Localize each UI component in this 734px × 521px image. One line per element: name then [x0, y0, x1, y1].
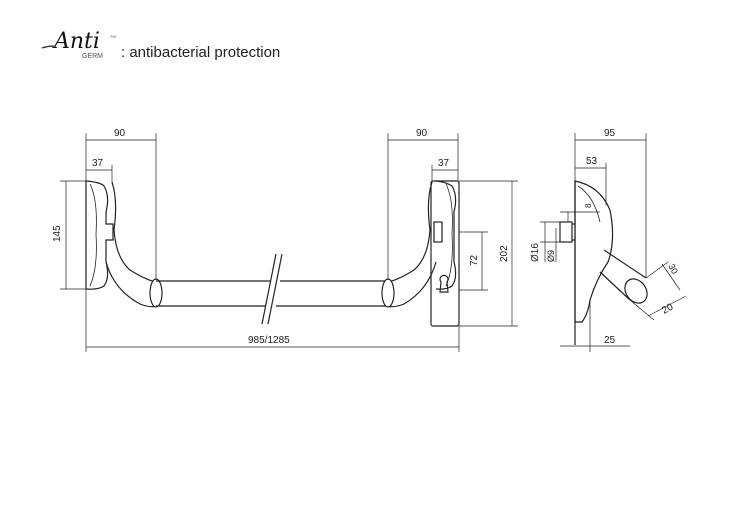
dim-left-inner: 37 — [92, 158, 104, 169]
logo-brand-text: Anti — [52, 29, 100, 54]
dim-side-small: 8 — [584, 203, 593, 208]
dim-right-inner: 37 — [438, 158, 450, 169]
logo-sub-text: GERM — [82, 53, 103, 60]
dim-dia-9: Ø9 — [546, 250, 556, 262]
antigerm-logo: Anti GERM TM — [41, 29, 116, 60]
push-bar — [156, 253, 388, 325]
dim-side-depth: 95 — [604, 128, 616, 139]
left-end-housing — [85, 180, 163, 308]
side-view — [559, 180, 648, 345]
right-end-housing — [381, 180, 460, 327]
dim-cylinder-height: 72 — [469, 254, 480, 266]
dim-total-length: 985/1285 — [248, 335, 290, 346]
logo-tm: TM — [110, 34, 116, 39]
dim-left-height: 145 — [52, 225, 63, 242]
dimension-lines — [60, 133, 687, 352]
dim-plate-height: 202 — [499, 245, 510, 262]
dim-side-mid: 53 — [586, 156, 598, 167]
dim-side-bottom: 25 — [604, 335, 616, 346]
dim-bar-dia: 30 — [666, 262, 680, 276]
dim-right-width: 90 — [416, 128, 428, 139]
caption-text: : antibacterial protection — [121, 44, 281, 61]
dim-dia-16: Ø16 — [530, 243, 541, 262]
dim-left-width: 90 — [114, 128, 126, 139]
dim-bar-offset: 20 — [660, 302, 675, 317]
